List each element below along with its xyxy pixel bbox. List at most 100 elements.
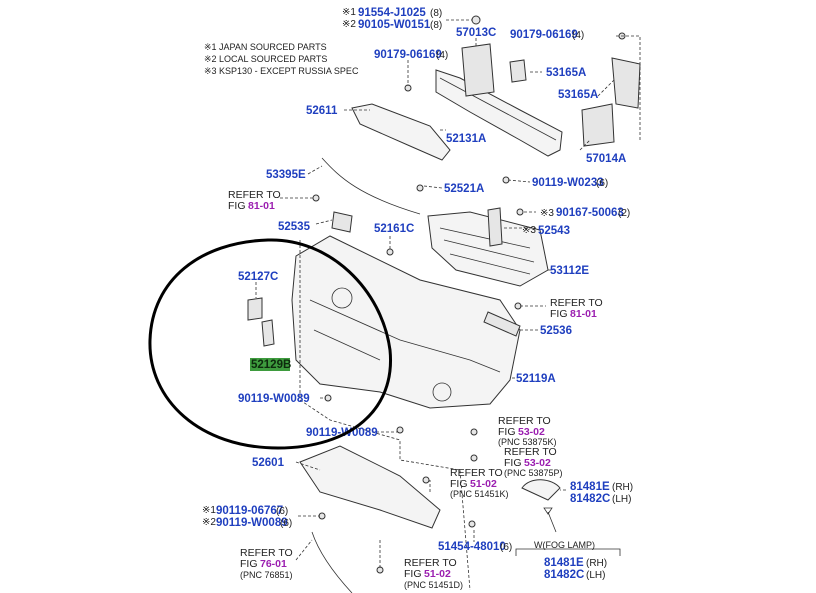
- bracket-53165a-side: [611, 57, 641, 109]
- part-label-81482c-1[interactable]: 81482C: [570, 493, 610, 505]
- part-label-52129b[interactable]: 52129B: [251, 359, 291, 371]
- part-label-52127c[interactable]: 52127C: [238, 271, 278, 283]
- svg-text:REFER TO: REFER TO: [404, 557, 457, 569]
- svg-text:(8): (8): [430, 20, 442, 31]
- svg-text:FIG: FIG: [450, 478, 468, 490]
- part-label-57014a[interactable]: 57014A: [586, 153, 626, 165]
- retainer-52536: [483, 311, 521, 337]
- svg-text:(PNC 53875P): (PNC 53875P): [504, 468, 563, 478]
- refer-label-1: REFER TO: [228, 189, 281, 201]
- part-label-52521a[interactable]: 52521A: [444, 183, 484, 195]
- svg-text:※3: ※3: [540, 208, 554, 219]
- refer-fig-prefix-2: FIG: [550, 308, 568, 320]
- svg-text:FIG: FIG: [240, 558, 258, 570]
- svg-text:REFER TO: REFER TO: [498, 415, 551, 427]
- refer-fig-51-02-b[interactable]: 51-02: [424, 568, 451, 580]
- part-label-90179-06169-top[interactable]: 90179-06169: [510, 29, 578, 41]
- bracket-57014a: [581, 103, 615, 147]
- engine-under-cover: [299, 445, 441, 529]
- svg-text:REFER TO: REFER TO: [240, 547, 293, 559]
- refer-label-2: REFER TO: [550, 297, 603, 309]
- svg-text:FIG: FIG: [504, 457, 522, 469]
- leader-lines: [255, 19, 641, 591]
- svg-text:FIG: FIG: [404, 568, 422, 580]
- radiator-grille: [427, 211, 549, 287]
- grille-insert-52543: [487, 207, 503, 247]
- part-label-52119a[interactable]: 52119A: [516, 373, 556, 385]
- svg-text:REFER TO: REFER TO: [504, 446, 557, 458]
- part-label-81481e-2[interactable]: 81481E: [544, 557, 584, 569]
- fog-lamp-cover: [521, 479, 561, 501]
- part-label-52161c[interactable]: 52161C: [374, 223, 414, 235]
- svg-text:(PNC 53875K): (PNC 53875K): [498, 437, 557, 447]
- svg-text:(PNC 51451K): (PNC 51451K): [450, 489, 509, 499]
- part-label-90119-w0089-a[interactable]: 90119-W0089: [238, 393, 310, 405]
- part-label-53165a-2[interactable]: 53165A: [558, 89, 598, 101]
- part-label-53395e[interactable]: 53395E: [266, 169, 306, 181]
- part-label-53112e[interactable]: 53112E: [550, 265, 589, 277]
- hood-seal: [321, 157, 421, 215]
- part-label-81481e-1[interactable]: 81481E: [570, 481, 610, 493]
- clip-52129b: [261, 319, 275, 347]
- refer-fig-53-02-a[interactable]: 53-02: [518, 426, 545, 438]
- fog-lamp-label: W(FOG LAMP): [534, 540, 595, 550]
- part-label-52601[interactable]: 52601: [252, 457, 285, 469]
- svg-text:REFER TO: REFER TO: [450, 467, 503, 479]
- svg-text:※1: ※1: [202, 505, 216, 516]
- part-drawings: [247, 15, 641, 593]
- refer-fig-53-02-b[interactable]: 53-02: [524, 457, 551, 469]
- bracket-53165a-upper: [509, 59, 527, 83]
- svg-text:※3: ※3: [522, 225, 536, 236]
- svg-text:FIG: FIG: [498, 426, 516, 438]
- legend-line-1: ※1 JAPAN SOURCED PARTS: [204, 42, 327, 52]
- svg-text:(6): (6): [280, 518, 292, 529]
- svg-text:(LH): (LH): [612, 494, 631, 505]
- svg-text:(2): (2): [618, 208, 630, 219]
- part-label-90179-06169[interactable]: 90179-06169: [374, 49, 442, 61]
- part-label-57013c[interactable]: 57013C: [456, 27, 496, 39]
- part-label-91554-j1025[interactable]: 91554-J1025: [358, 7, 426, 19]
- refer-fig-81-01-a[interactable]: 81-01: [248, 200, 275, 212]
- refer-fig-prefix-1: FIG: [228, 200, 246, 212]
- svg-text:(8): (8): [430, 8, 442, 19]
- refer-fig-76-01[interactable]: 76-01: [260, 558, 287, 570]
- part-label-51454-48010[interactable]: 51454-48010: [438, 541, 506, 553]
- legend-line-3: ※3 KSP130 - EXCEPT RUSSIA SPEC: [204, 66, 359, 76]
- part-label-52536[interactable]: 52536: [540, 325, 572, 337]
- svg-text:(6): (6): [276, 506, 288, 517]
- part-label-90119-w0089-c[interactable]: 90119-W0089: [216, 517, 288, 529]
- part-label-52611[interactable]: 52611: [306, 105, 338, 117]
- clip-52127c: [247, 297, 263, 321]
- part-label-52535[interactable]: 52535: [278, 221, 311, 233]
- part-label-90119-w0089-b[interactable]: 90119-W0089: [306, 427, 378, 439]
- part-label-52543[interactable]: 52543: [538, 225, 570, 237]
- part-label-90167-50063[interactable]: 90167-50063: [556, 207, 624, 219]
- fog-lamp-arrow: [543, 507, 557, 533]
- refer-fig-81-01-b[interactable]: 81-01: [570, 308, 597, 320]
- part-label-90119-06767[interactable]: 90119-06767: [216, 505, 283, 517]
- legend: ※1 JAPAN SOURCED PARTS ※2 LOCAL SOURCED …: [204, 42, 359, 76]
- front-bumper-cover: [291, 235, 521, 409]
- svg-text:(LH): (LH): [586, 570, 605, 581]
- svg-text:(RH): (RH): [586, 558, 607, 569]
- part-label-81482c-2[interactable]: 81482C: [544, 569, 584, 581]
- part-label-53165a-1[interactable]: 53165A: [546, 67, 586, 79]
- svg-text:※2: ※2: [202, 517, 216, 528]
- legend-line-2: ※2 LOCAL SOURCED PARTS: [204, 54, 327, 64]
- refer-fig-51-02-a[interactable]: 51-02: [470, 478, 497, 490]
- bracket-52535: [331, 211, 353, 233]
- bracket-57013c: [461, 43, 495, 97]
- svg-text:(6): (6): [500, 542, 512, 553]
- energy-absorber: [351, 103, 451, 161]
- svg-text:(PNC 76851): (PNC 76851): [240, 570, 293, 580]
- svg-text:(PNC 51451D): (PNC 51451D): [404, 580, 463, 590]
- part-labels: ※1 91554-J1025 (8) ※2 90105-W0151 (8) 57…: [202, 7, 633, 590]
- annotation-circle: [148, 238, 392, 450]
- svg-text:(RH): (RH): [612, 482, 633, 493]
- part-label-90105-w0151[interactable]: 90105-W0151: [358, 19, 431, 31]
- mark-90105: ※2: [342, 19, 356, 30]
- part-label-90119-w0233[interactable]: 90119-W0233: [532, 177, 604, 189]
- svg-text:(4): (4): [436, 50, 448, 61]
- part-label-52131a[interactable]: 52131A: [446, 133, 486, 145]
